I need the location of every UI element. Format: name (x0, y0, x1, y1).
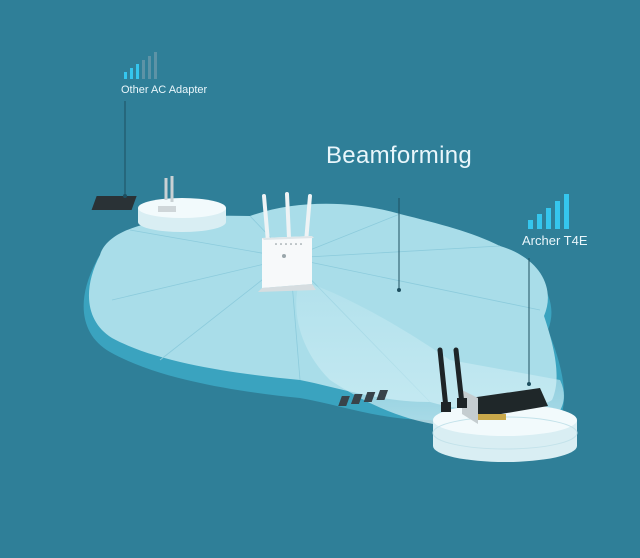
label-other-ac-adapter: Other AC Adapter (121, 84, 208, 96)
label-archer-t4e: Archer T4E (522, 233, 588, 248)
usb-adapter-icon (91, 176, 176, 212)
signal-bars-icon (528, 194, 569, 229)
beam-lobe (296, 280, 564, 425)
leader-lines (123, 101, 531, 386)
router-icon (258, 192, 316, 292)
pcie-card-icon (338, 347, 548, 424)
signal-bars-icon (124, 52, 157, 79)
diagram-title: Beamforming (326, 142, 473, 169)
adapter-pedestal (138, 198, 226, 232)
